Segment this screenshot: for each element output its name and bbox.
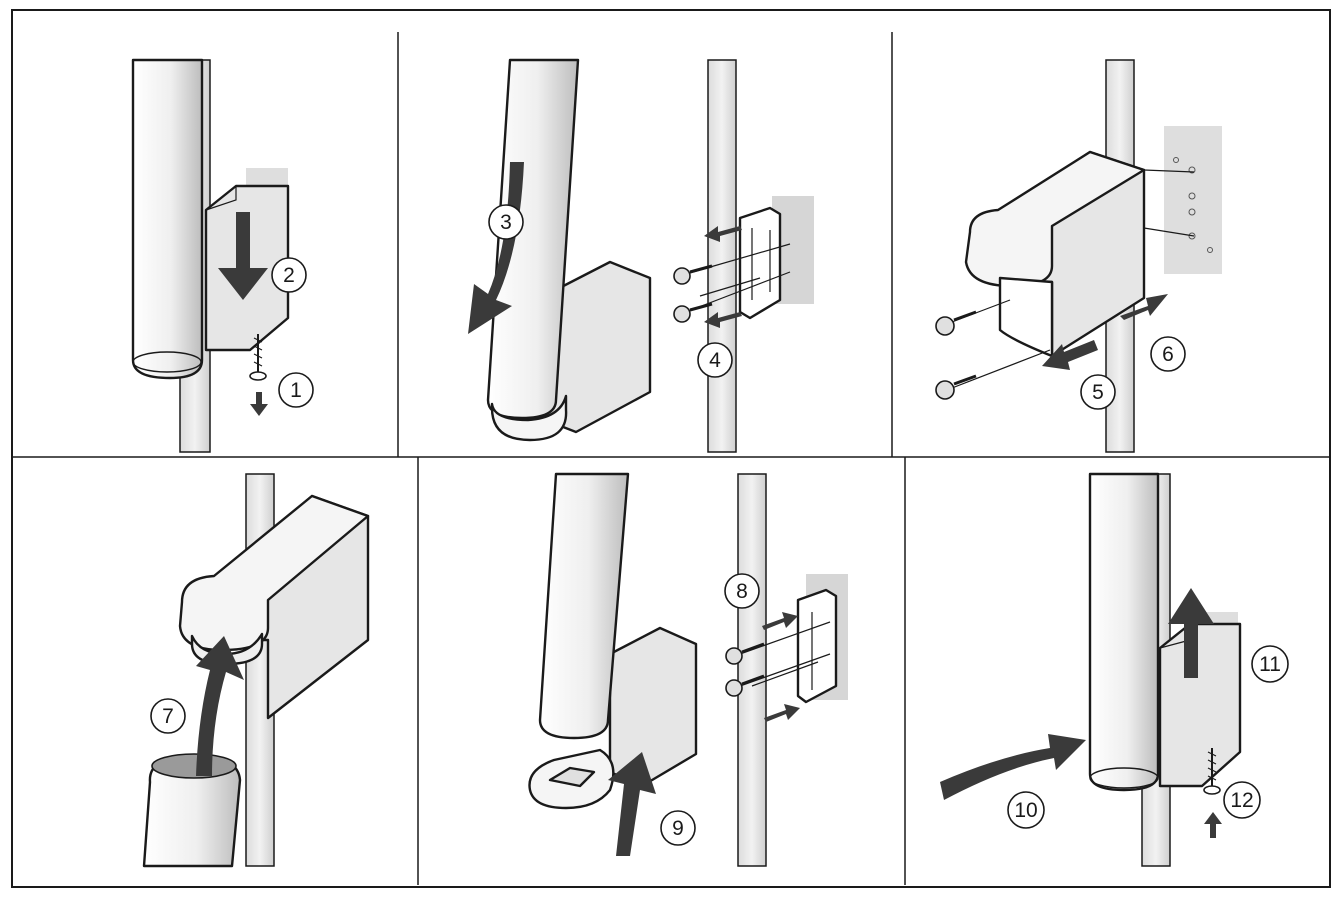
door-edge-icon <box>486 58 580 420</box>
step-badge-3: 3 <box>488 204 524 240</box>
svg-text:8: 8 <box>736 580 748 603</box>
arrow-icon <box>940 734 1086 800</box>
svg-text:12: 12 <box>1230 789 1253 812</box>
hinge-bracket-icon <box>608 626 698 788</box>
door-jamb <box>707 59 737 453</box>
step-badge-2: 2 <box>271 257 307 293</box>
panel-4: 7 <box>142 473 370 868</box>
screw-icon <box>935 349 1051 400</box>
arrow-icon <box>1120 294 1168 320</box>
screw-icon <box>673 271 791 323</box>
step-badge-10: 10 <box>1007 791 1045 829</box>
arrow-icon <box>250 392 268 416</box>
step-badge-6: 6 <box>1150 336 1186 372</box>
arrow-icon <box>762 612 798 630</box>
screw-icon <box>935 299 1011 336</box>
arrow-icon <box>764 704 800 722</box>
svg-text:1: 1 <box>290 379 302 402</box>
door-jamb <box>737 473 767 867</box>
panel-5: 8 9 <box>528 472 848 867</box>
arrow-icon <box>196 636 244 776</box>
screw-icon <box>1203 748 1221 795</box>
screw-icon <box>725 653 831 697</box>
wall-plate <box>1164 126 1222 274</box>
arrow-icon <box>608 752 656 856</box>
svg-text:2: 2 <box>283 264 295 287</box>
screw-icon <box>725 621 831 665</box>
arrow-icon <box>1042 340 1098 370</box>
svg-text:6: 6 <box>1162 343 1174 366</box>
step-badge-12: 12 <box>1223 781 1261 819</box>
step-badge-11: 11 <box>1251 645 1289 683</box>
screw-icon <box>673 243 791 285</box>
panel-1: 2 1 <box>131 58 314 453</box>
step-badge-7: 7 <box>150 698 186 734</box>
step-badge-4: 4 <box>697 342 733 378</box>
panel-2: 3 4 <box>468 58 814 453</box>
svg-text:7: 7 <box>162 705 174 728</box>
door-edge-icon <box>1088 472 1160 792</box>
svg-text:10: 10 <box>1014 799 1037 822</box>
arrow-icon <box>218 212 268 300</box>
svg-text:11: 11 <box>1259 653 1281 676</box>
arrow-icon <box>704 312 742 328</box>
hinge-bracket-icon <box>1158 622 1242 788</box>
svg-text:9: 9 <box>672 817 684 840</box>
svg-text:5: 5 <box>1092 381 1104 404</box>
arrow-icon <box>1204 812 1222 838</box>
hinge-bracket-icon <box>738 206 782 320</box>
arrow-icon <box>704 226 742 242</box>
svg-text:4: 4 <box>709 349 721 372</box>
step-badge-8: 8 <box>724 573 760 609</box>
step-badge-1: 1 <box>278 372 314 408</box>
step-badge-9: 9 <box>660 810 696 846</box>
step-badge-5: 5 <box>1080 374 1116 410</box>
screw-icon <box>249 334 267 381</box>
svg-text:3: 3 <box>500 211 512 234</box>
door-edge-icon <box>131 58 204 380</box>
panel-6: 11 10 12 <box>940 472 1289 867</box>
hinge-bracket-icon <box>796 588 838 704</box>
panel-3: 5 6 <box>935 59 1222 453</box>
door-edge-icon <box>538 472 630 740</box>
arrow-icon <box>1168 588 1214 678</box>
